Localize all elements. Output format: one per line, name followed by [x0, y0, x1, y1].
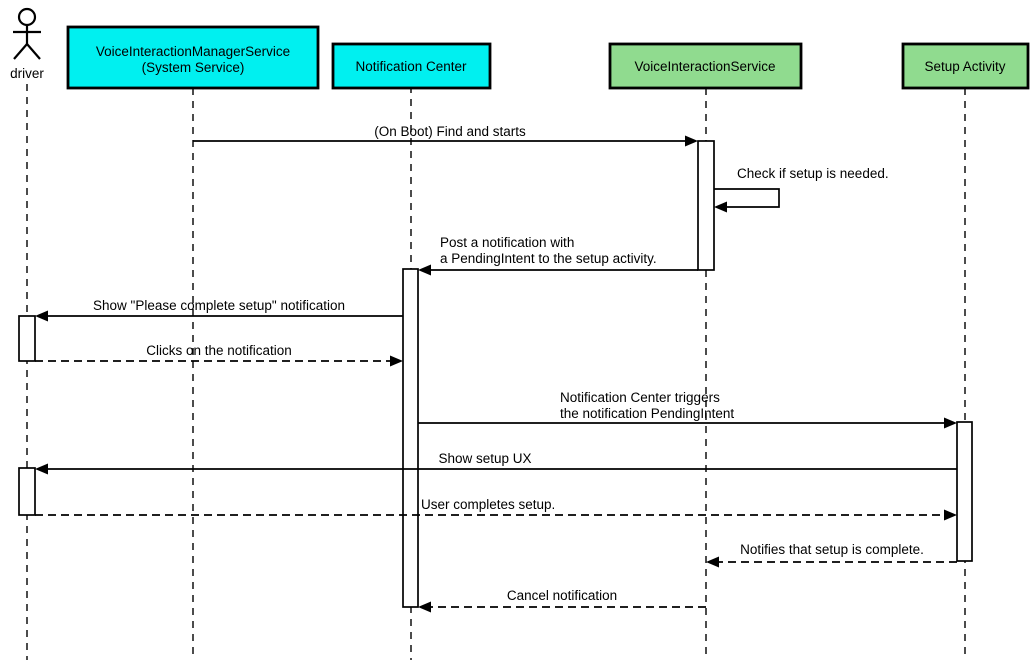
message-label-post-notification-line2: a PendingIntent to the setup activity. — [440, 251, 657, 266]
arrowhead-right-icon — [685, 135, 698, 147]
message-label-clicks-notification: Clicks on the notification — [146, 343, 292, 358]
participant-box-setup-activity — [901, 42, 1030, 90]
arrowhead-left-icon — [706, 556, 719, 568]
arrowhead-right-icon — [944, 417, 957, 429]
activation-notification-center — [402, 268, 419, 608]
message-label-show-setup-ux: Show setup UX — [438, 451, 531, 466]
message-label-show-notification: Show "Please complete setup" notificatio… — [93, 298, 345, 313]
arrowhead-left-icon — [35, 463, 48, 475]
message-label-triggers-pendingintent-line2: the notification PendingIntent — [560, 406, 734, 421]
participant-label-vims-line2: (System Service) — [142, 60, 245, 75]
message-label-triggers-pendingintent-line1: Notification Center triggers — [560, 390, 720, 405]
participant-label-setup-activity: Setup Activity — [924, 59, 1005, 74]
arrowhead-right-icon — [390, 355, 403, 367]
arrowhead-left-icon — [418, 601, 431, 613]
participant-label-vims-line1: VoiceInteractionManagerService — [96, 44, 290, 59]
message-label-notifies-complete: Notifies that setup is complete. — [740, 542, 924, 557]
arrowhead-right-icon — [944, 509, 957, 521]
participant-box-voice-interaction-service — [608, 42, 803, 90]
message-line-check-setup — [714, 188, 780, 208]
participant-label-notification-center: Notification Center — [355, 59, 467, 74]
activation-voice-interaction-service — [697, 140, 715, 271]
arrowhead-left-icon — [35, 310, 48, 322]
participant-label-driver: driver — [10, 66, 44, 81]
message-label-user-completes-setup: User completes setup. — [421, 497, 555, 512]
participant-label-voice-interaction-service: VoiceInteractionService — [634, 59, 775, 74]
activation-driver-2 — [18, 467, 36, 516]
activation-driver-1 — [18, 315, 36, 362]
message-label-on-boot: (On Boot) Find and starts — [374, 124, 526, 139]
message-label-check-setup: Check if setup is needed. — [737, 166, 889, 181]
activation-setup-activity — [956, 421, 973, 562]
arrowhead-left-icon — [714, 201, 727, 213]
arrowhead-left-icon — [418, 264, 431, 276]
message-label-cancel-notification: Cancel notification — [507, 588, 617, 603]
actor-icon — [13, 7, 41, 60]
participant-box-notification-center — [331, 42, 492, 90]
message-label-post-notification-line1: Post a notification with — [440, 235, 574, 250]
participant-box-vims — [66, 25, 320, 90]
